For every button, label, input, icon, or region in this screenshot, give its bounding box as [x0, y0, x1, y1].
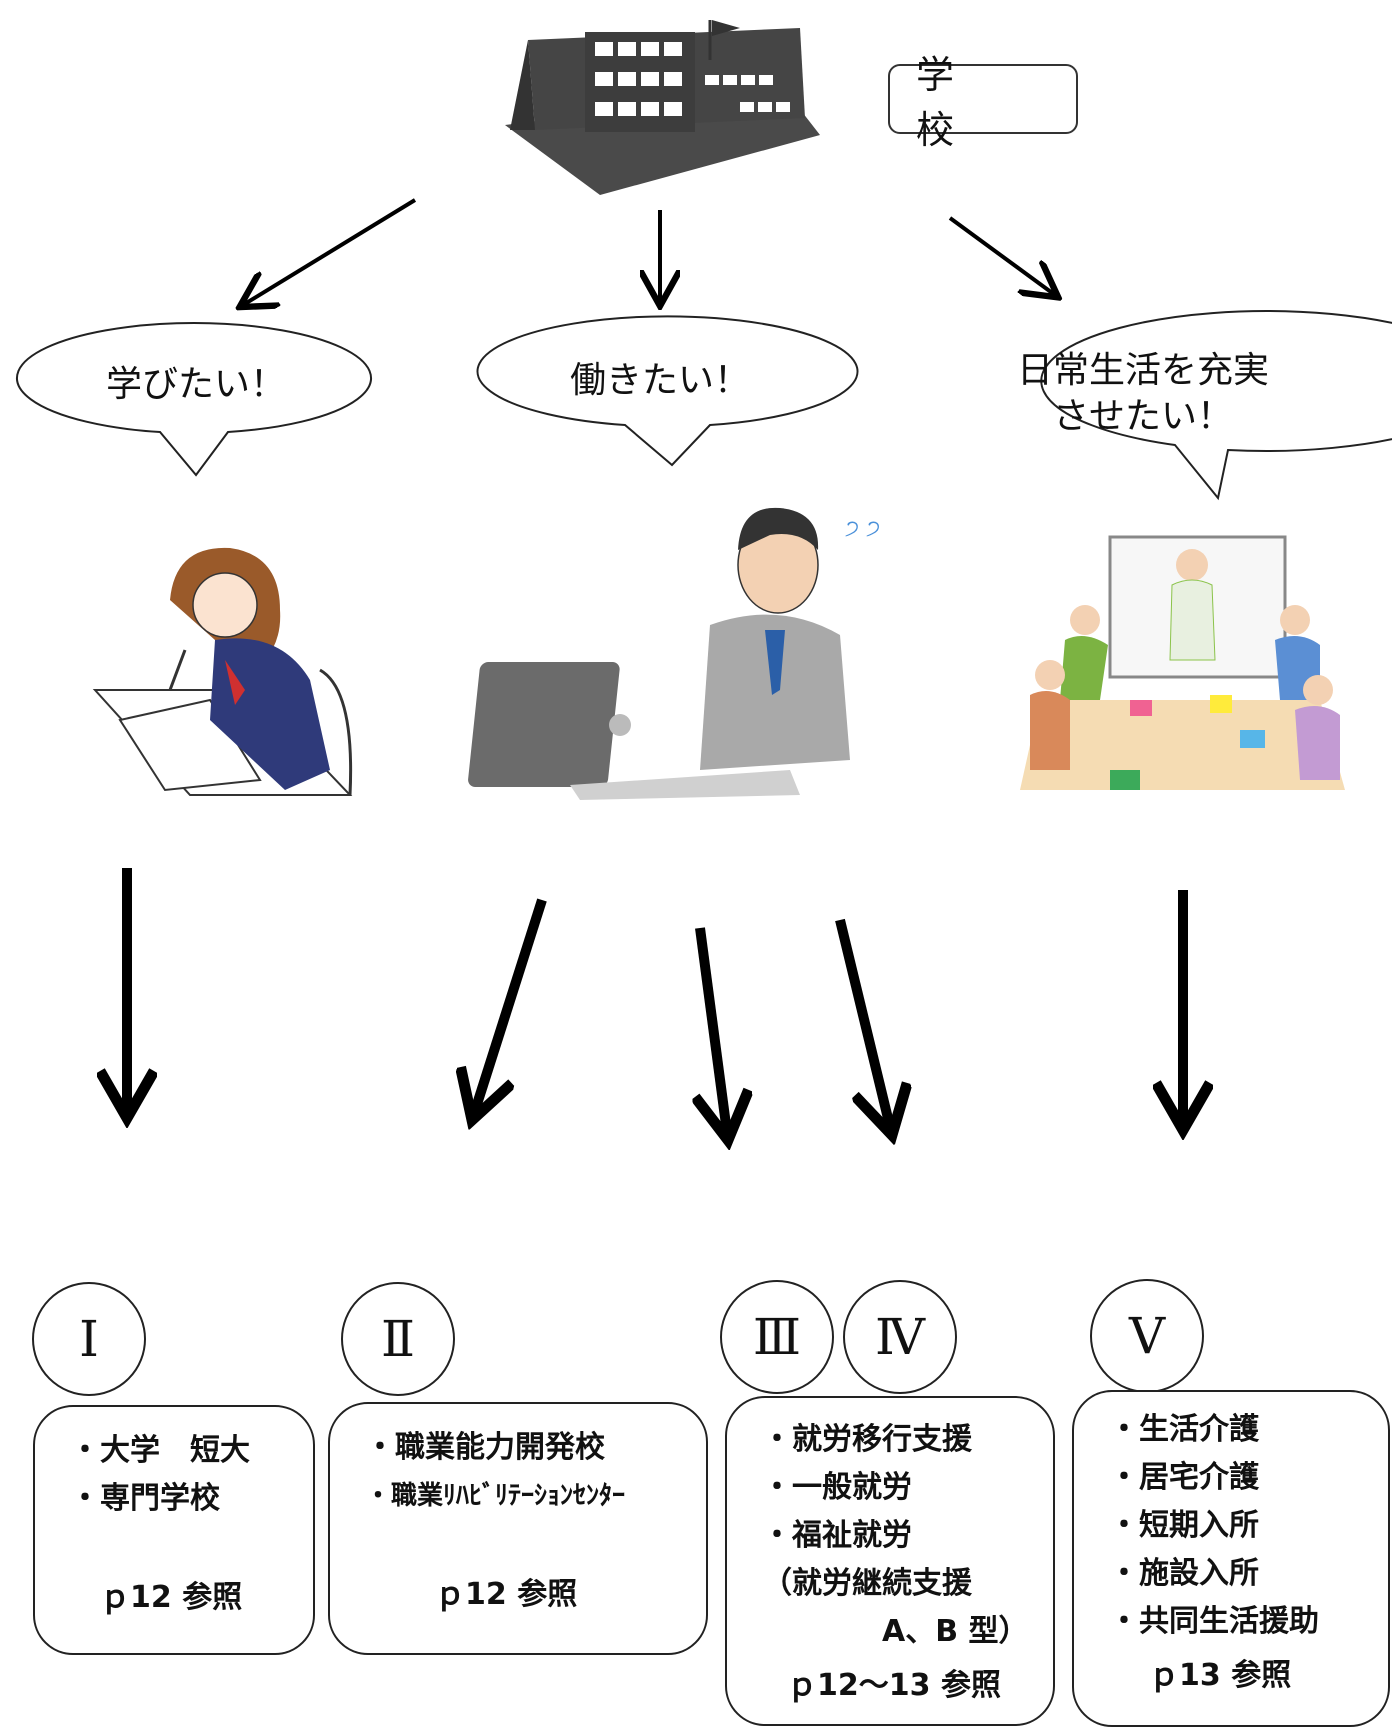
care-activity-illustration: [1020, 535, 1345, 790]
destination-box-2: ・職業能力開発校 ・職業ﾘﾊﾋﾞﾘﾃｰｼｮﾝｾﾝﾀｰ ｐ12 参照: [328, 1402, 708, 1655]
top-arrows: [243, 198, 1055, 305]
box3-item-1: ・就労移行支援: [762, 1422, 972, 1457]
box4-item-1: ・生活介護: [1109, 1412, 1259, 1447]
school-label-text: 学 校: [916, 53, 981, 152]
destination-box-3: ・就労移行支援 ・一般就労 ・福祉就労 （就労継続支援 A、B 型） ｐ12～1…: [725, 1396, 1055, 1726]
destination-box-1: ・大学 短大 ・専門学校 ｐ12 参照: [33, 1405, 315, 1655]
school-label: 学 校: [888, 53, 1078, 152]
bubble-text-daily-life: 日常生活を充実 させたい！: [1016, 350, 1269, 437]
circle-label-3: Ⅲ: [752, 1308, 802, 1366]
bubble-text-work: 働きたい！: [569, 360, 750, 401]
box3-item-3: ・福祉就労: [762, 1518, 912, 1553]
box4-item-4: ・施設入所: [1109, 1556, 1259, 1591]
speech-bubble-work: [476, 315, 859, 467]
speech-bubble-learn: [16, 322, 372, 477]
student-studying-illustration: [92, 547, 353, 796]
circle-label-5: Ⅴ: [1128, 1307, 1166, 1365]
svg-text:੭ ੭: ੭ ੭: [845, 516, 880, 541]
destination-box-4: ・生活介護 ・居宅介護 ・短期入所 ・施設入所 ・共同生活援助 ｐ13 参照: [1072, 1390, 1390, 1727]
circle-label-4: Ⅳ: [875, 1308, 925, 1366]
bottom-arrows: [127, 868, 1183, 1140]
box2-item-2: ・職業ﾘﾊﾋﾞﾘﾃｰｼｮﾝｾﾝﾀｰ: [365, 1481, 626, 1511]
circle-label-2: Ⅱ: [381, 1310, 415, 1368]
box3-item-5: A、B 型）: [762, 1614, 1029, 1649]
school-building-icon: [505, 20, 820, 195]
circle-label-1: Ⅰ: [79, 1310, 99, 1368]
bubble-text-learn: 学びたい！: [105, 364, 286, 405]
box2-item-1: ・職業能力開発校: [365, 1430, 605, 1465]
box3-item-2: ・一般就労: [762, 1470, 912, 1505]
box1-page-reference: ｐ12 参照: [100, 1580, 243, 1615]
box4-item-5: ・共同生活援助: [1109, 1604, 1319, 1639]
box4-item-2: ・居宅介護: [1109, 1460, 1259, 1495]
speech-bubble-daily-life: [1040, 310, 1392, 501]
box3-item-4: （就労継続支援: [762, 1566, 972, 1601]
box1-item-1: ・大学 短大: [70, 1433, 250, 1468]
box2-page-reference: ｐ12 参照: [435, 1577, 578, 1612]
box1-item-2: ・専門学校: [70, 1481, 220, 1516]
box4-item-3: ・短期入所: [1109, 1508, 1259, 1543]
office-worker-illustration: ੭ ੭: [468, 507, 880, 800]
box3-page-reference: ｐ12～13 参照: [787, 1668, 1001, 1703]
box4-page-reference: ｐ13 参照: [1149, 1658, 1292, 1693]
category-circles: [32, 1279, 1204, 1396]
